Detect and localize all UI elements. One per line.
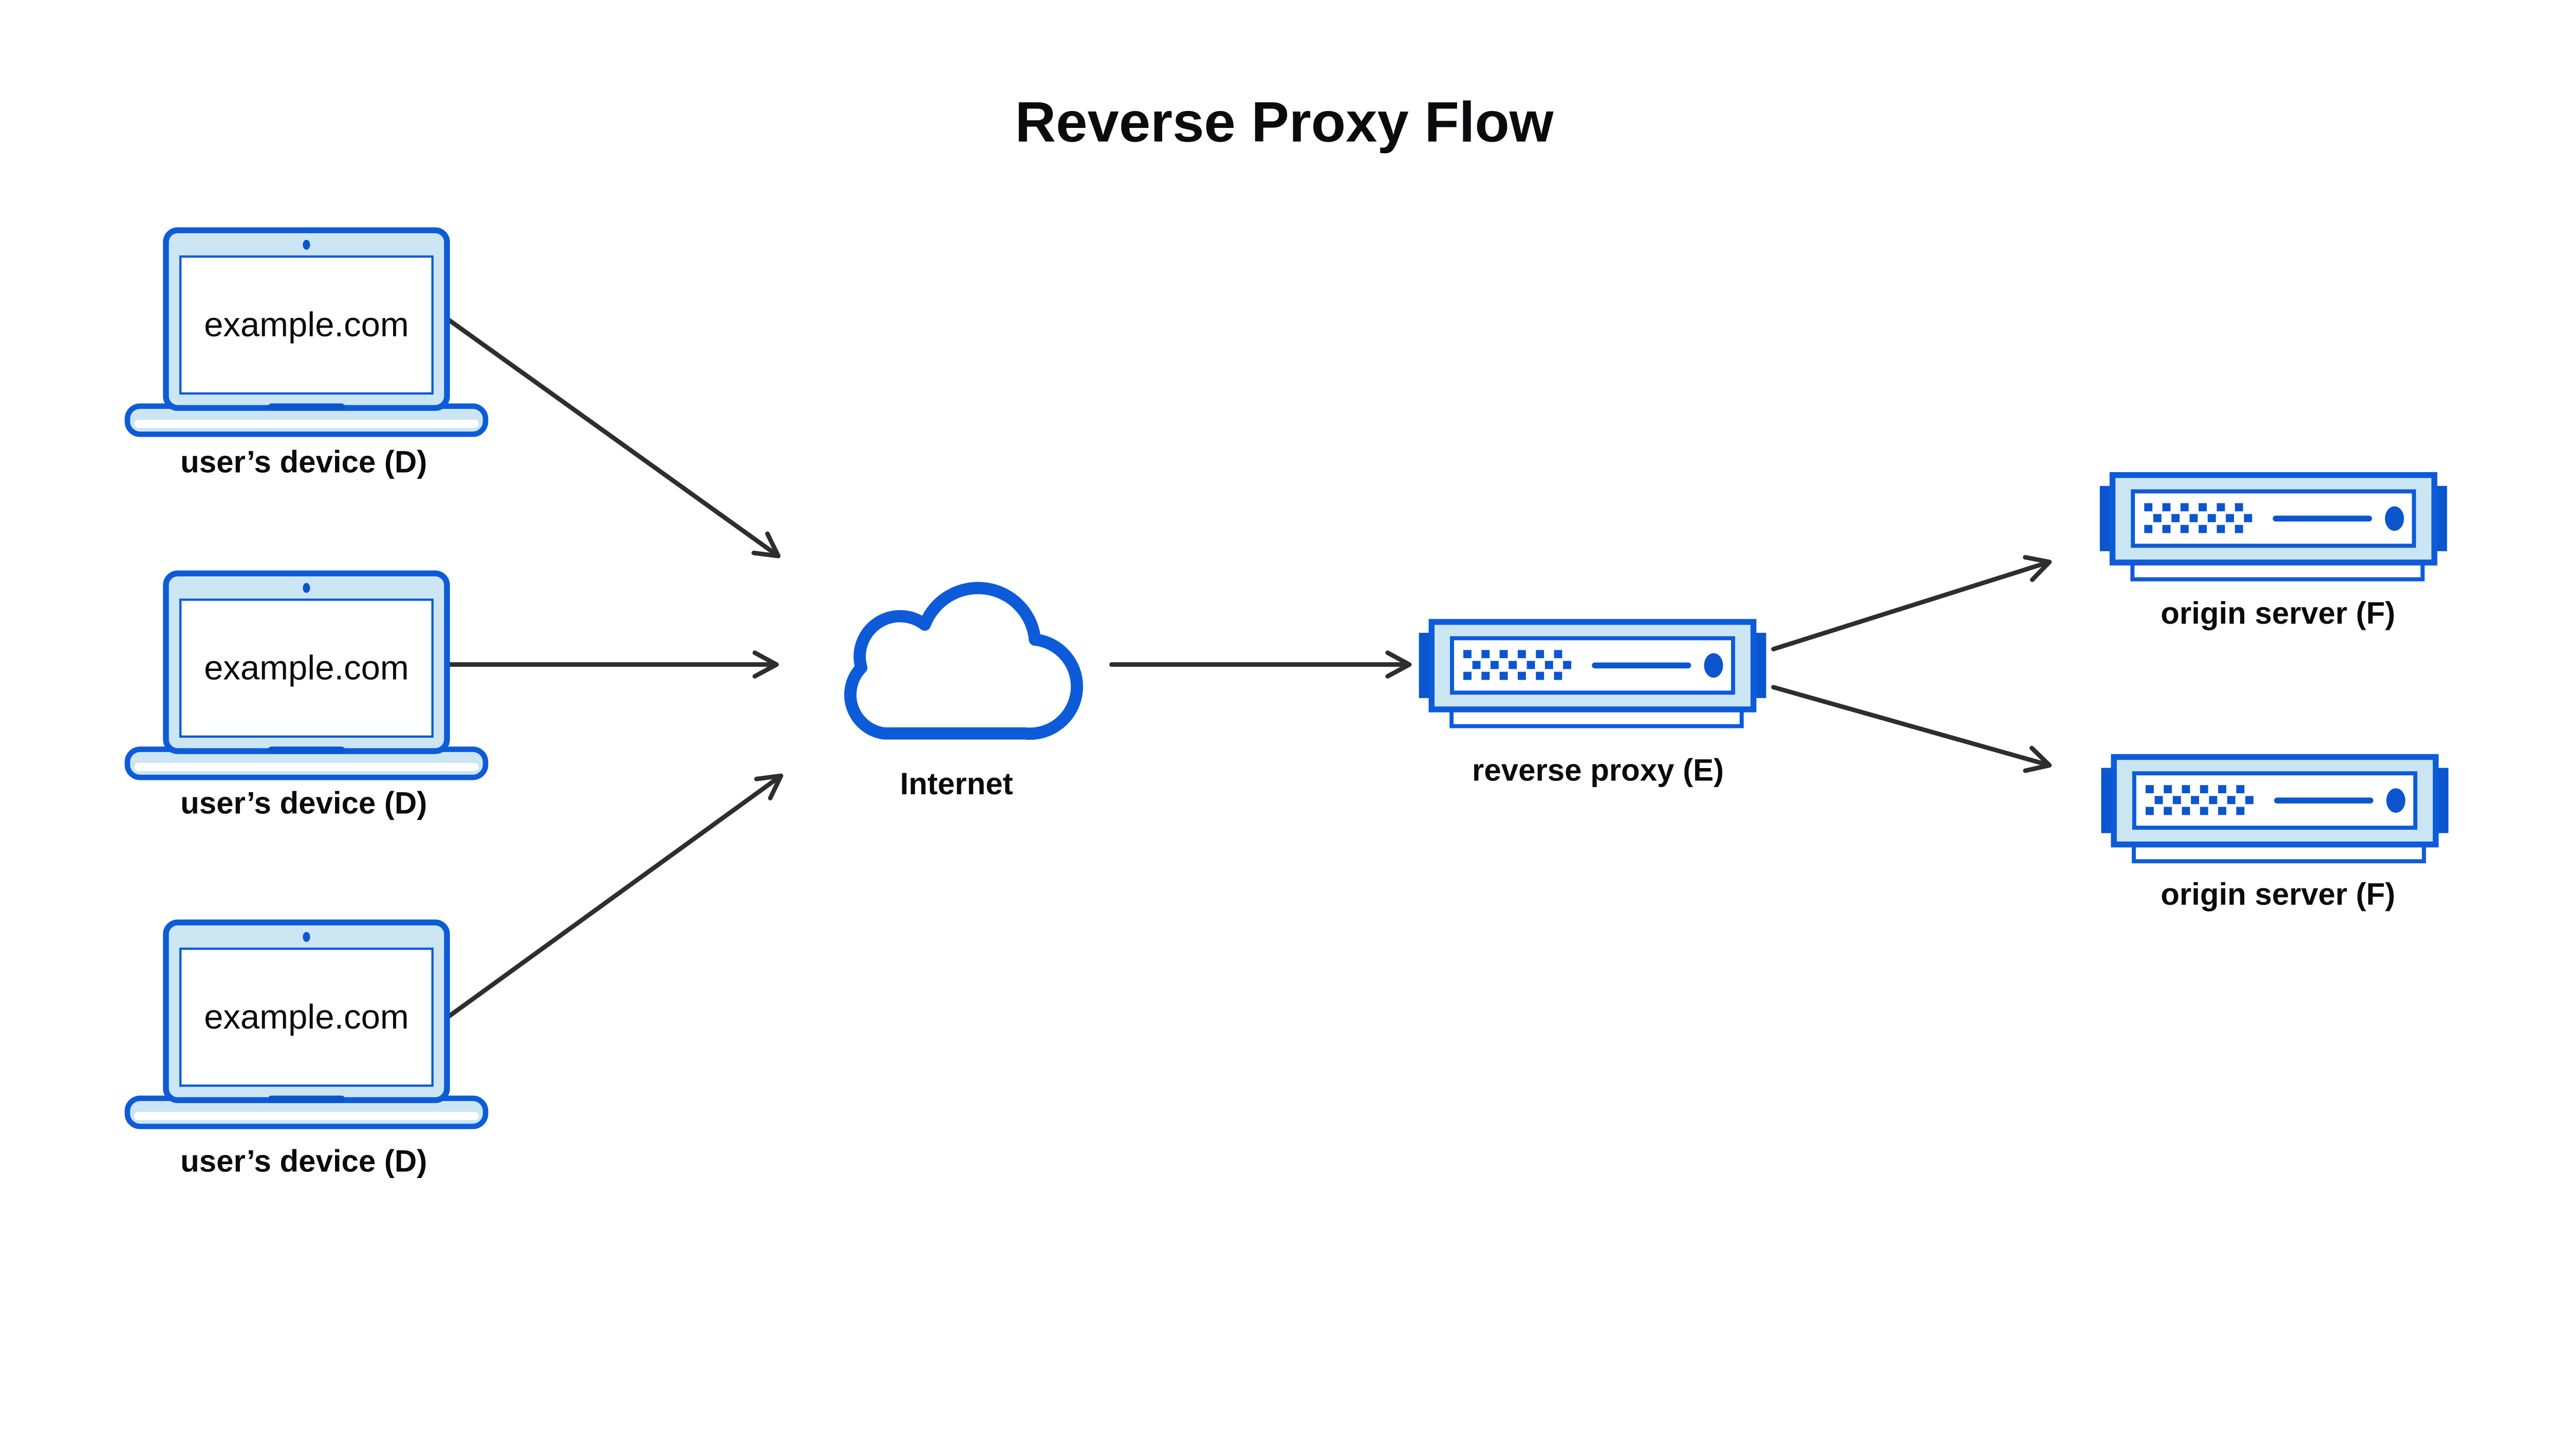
node-origin-server-2: origin server (F) (2101, 757, 2448, 911)
device1-label: user’s device (D) (180, 444, 427, 479)
server-icon (1419, 622, 1766, 726)
device3-label: user’s device (D) (180, 1144, 427, 1179)
page-title: Reverse Proxy Flow (1015, 90, 1554, 154)
arrow-proxy-to-origin2 (1771, 685, 2052, 773)
node-user-device-2: example.com user’s device (D) (127, 573, 486, 820)
edges (443, 315, 2052, 1021)
origin-server-2-label: origin server (F) (2161, 877, 2395, 911)
node-origin-server-1: origin server (F) (2100, 475, 2447, 630)
reverse-proxy-label: reverse proxy (E) (1472, 753, 1724, 787)
device3-screen-text: example.com (204, 998, 409, 1036)
device1-screen-text: example.com (204, 306, 409, 344)
device2-label: user’s device (D) (180, 786, 427, 820)
node-reverse-proxy: reverse proxy (E) (1419, 622, 1766, 787)
cloud-icon (844, 582, 1083, 740)
server-icon (2100, 475, 2447, 580)
arrow-device3-to-internet (443, 773, 784, 1021)
node-user-device-1: example.com user’s device (D) (127, 230, 486, 479)
origin-server-1-label: origin server (F) (2161, 596, 2395, 630)
node-user-device-3: example.com user’s device (D) (127, 922, 486, 1179)
node-internet: Internet (844, 582, 1083, 801)
arrow-device1-to-internet (443, 315, 781, 558)
diagram-canvas: Reverse Proxy Flow example.com user’s de… (124, 90, 2452, 1179)
reverse-proxy-flow-diagram: Reverse Proxy Flow example.com user’s de… (124, 90, 2452, 1179)
arrow-proxy-to-origin1 (1771, 555, 2052, 651)
internet-label: Internet (900, 767, 1013, 801)
server-icon (2101, 757, 2448, 861)
device2-screen-text: example.com (204, 649, 409, 687)
